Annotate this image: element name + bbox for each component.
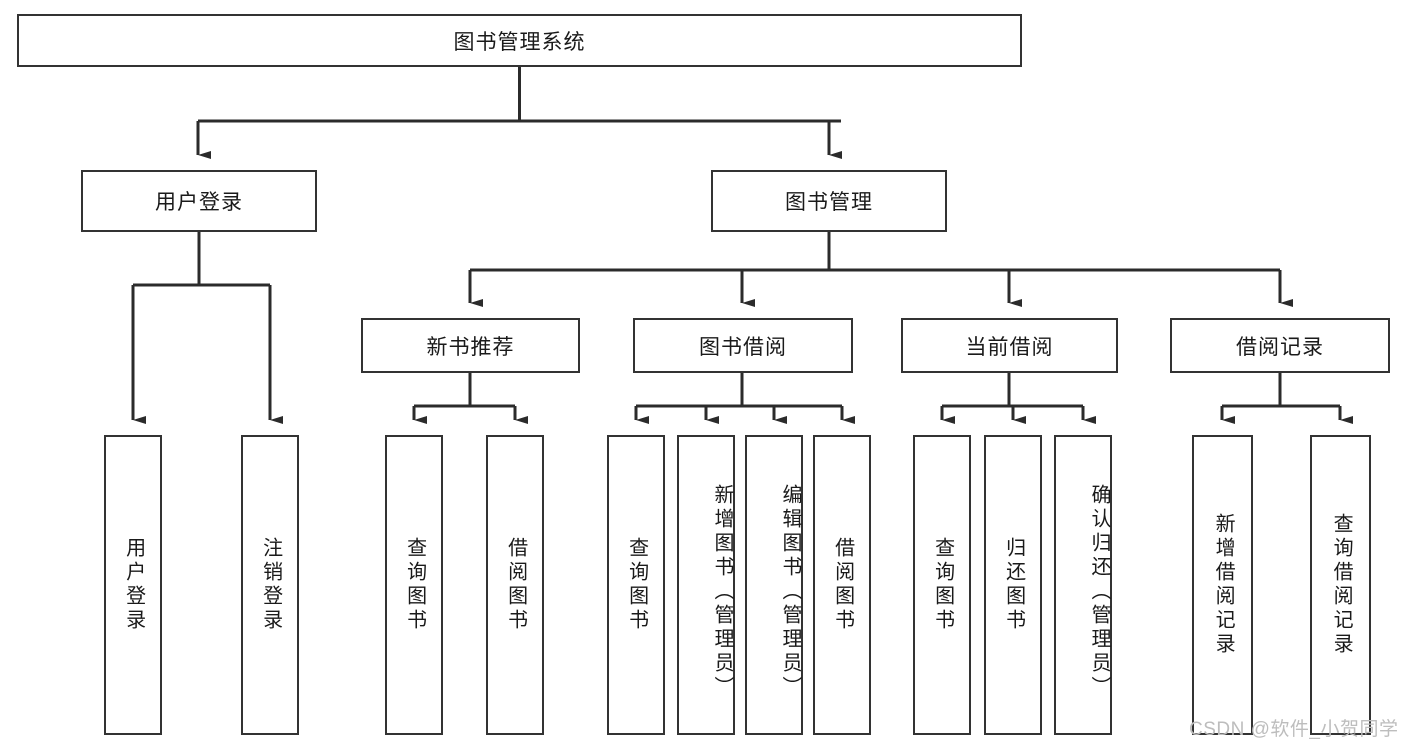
node-leaf-query-record[interactable]: 查询借阅记录 — [1310, 435, 1371, 735]
node-new-book-rec-label: 新书推荐 — [426, 335, 515, 359]
node-leaf-return-book[interactable]: 归还图书 — [984, 435, 1042, 735]
node-leaf-add-record-label: 新增借阅记录 — [1212, 513, 1235, 657]
node-book-manage[interactable]: 图书管理 — [711, 170, 947, 232]
node-leaf-borrow-book-rec-label: 借阅图书 — [504, 537, 527, 633]
node-current-borrow[interactable]: 当前借阅 — [901, 318, 1118, 373]
edge-group-user-login — [131, 232, 283, 424]
node-leaf-logout-label: 注销登录 — [259, 537, 282, 633]
edge-group-root — [196, 67, 842, 159]
edge-group-book-borrow — [634, 373, 855, 424]
node-leaf-confirm-return-label: 确认归还（管理员） — [1088, 484, 1110, 700]
node-leaf-logout[interactable]: 注销登录 — [241, 435, 299, 735]
node-leaf-return-book-label: 归还图书 — [1002, 537, 1025, 633]
node-leaf-edit-book[interactable]: 编辑图书（管理员） — [745, 435, 803, 735]
node-leaf-user-login[interactable]: 用户登录 — [104, 435, 162, 735]
node-leaf-query-book[interactable]: 查询图书 — [607, 435, 665, 735]
node-book-borrow-label: 图书借阅 — [699, 335, 787, 359]
node-leaf-query-book-rec[interactable]: 查询图书 — [385, 435, 443, 735]
node-leaf-borrow-book-rec[interactable]: 借阅图书 — [486, 435, 544, 735]
node-borrow-records[interactable]: 借阅记录 — [1170, 318, 1390, 373]
node-leaf-confirm-return[interactable]: 确认归还（管理员） — [1054, 435, 1112, 735]
node-leaf-query-book-label: 查询图书 — [625, 537, 648, 633]
node-leaf-query-book-cur-label: 查询图书 — [931, 537, 954, 633]
node-root-label: 图书管理系统 — [453, 30, 586, 54]
node-book-borrow[interactable]: 图书借阅 — [633, 318, 853, 373]
node-leaf-query-record-label: 查询借阅记录 — [1330, 513, 1353, 657]
node-borrow-records-label: 借阅记录 — [1236, 335, 1324, 359]
node-leaf-add-book-label: 新增图书（管理员） — [711, 484, 733, 700]
node-leaf-add-record[interactable]: 新增借阅记录 — [1192, 435, 1253, 735]
node-leaf-borrow-book[interactable]: 借阅图书 — [813, 435, 871, 735]
node-leaf-query-book-rec-label: 查询图书 — [403, 537, 426, 633]
edge-group-new-book-rec — [412, 373, 528, 424]
node-current-borrow-label: 当前借阅 — [965, 335, 1054, 359]
edge-group-book-manage — [468, 232, 1293, 307]
node-leaf-add-book[interactable]: 新增图书（管理员） — [677, 435, 735, 735]
node-leaf-borrow-book-label: 借阅图书 — [831, 537, 854, 633]
node-book-manage-label: 图书管理 — [785, 191, 873, 214]
node-root[interactable]: 图书管理系统 — [17, 14, 1022, 67]
edge-group-current-borrow — [940, 373, 1096, 424]
node-leaf-edit-book-label: 编辑图书（管理员） — [779, 484, 801, 700]
node-new-book-rec[interactable]: 新书推荐 — [361, 318, 580, 373]
node-user-login[interactable]: 用户登录 — [81, 170, 317, 232]
node-user-login-label: 用户登录 — [155, 191, 243, 214]
node-leaf-query-book-cur[interactable]: 查询图书 — [913, 435, 971, 735]
edge-group-borrow-records — [1220, 373, 1353, 424]
node-leaf-user-login-label: 用户登录 — [122, 537, 145, 633]
